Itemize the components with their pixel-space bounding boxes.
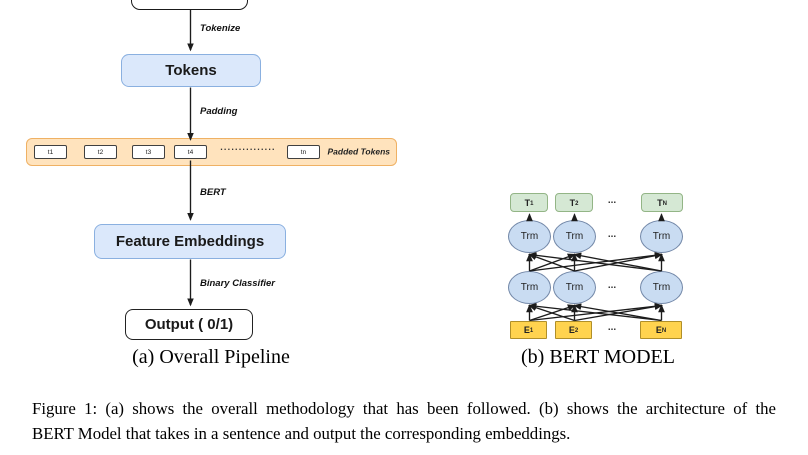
feature-embeddings-label: Feature Embeddings: [115, 233, 265, 250]
node-label: E: [523, 325, 530, 335]
trm-node-upper-1: Trm: [508, 220, 551, 253]
trm-node-lower-1: Trm: [508, 271, 551, 304]
token-cell-label: t1: [47, 148, 54, 156]
truncated-top-box: [131, 0, 248, 10]
bipartite-arrows-lower: [526, 302, 665, 322]
node-subscript: 1: [530, 200, 534, 207]
trm-label: Trm: [652, 231, 671, 242]
token-cell-label: t3: [145, 148, 152, 156]
feature-embeddings-box: Feature Embeddings: [94, 224, 286, 259]
node-subscript: 1: [529, 328, 534, 334]
figure-caption-line2: BERT Model that takes in a sentence and …: [32, 424, 571, 443]
trm-node-lower-2: Trm: [553, 271, 596, 304]
node-label: T: [657, 197, 663, 208]
node-subscript: N: [661, 328, 667, 334]
panel-b-caption: (b) BERT MODEL: [521, 346, 675, 368]
panel-a-caption: (a) Overall Pipeline: [132, 346, 290, 368]
binary-classifier-label: Binary Classifier: [200, 278, 275, 289]
row-ellipsis: ...: [607, 229, 617, 240]
bert-label: BERT: [200, 187, 226, 198]
token-cell-label: t2: [97, 148, 104, 156]
tokens-box: Tokens: [121, 54, 261, 87]
trm-label: Trm: [565, 231, 584, 242]
output-box: Output ( 0/1): [125, 309, 253, 340]
padded-tokens-container: t1 t2 t3 t4 ............... tn Padded To…: [26, 138, 397, 166]
trm-label: Trm: [520, 231, 539, 242]
node-label: E: [655, 325, 662, 335]
padding-label: Padding: [200, 106, 238, 117]
tokenize-label: Tokenize: [200, 23, 241, 34]
trm-node-upper-n: Trm: [640, 220, 683, 253]
node-subscript: N: [662, 200, 667, 207]
trm-label: Trm: [565, 282, 584, 293]
trm-label: Trm: [520, 282, 539, 293]
output-box-label: Output ( 0/1): [144, 316, 234, 333]
token-cell-label: t4: [187, 148, 194, 156]
tokens-box-label: Tokens: [165, 62, 217, 79]
token-cell-tn: tn: [287, 145, 320, 159]
trm-node-upper-2: Trm: [553, 220, 596, 253]
node-subscript: 2: [575, 200, 579, 207]
bipartite-arrows-upper: [526, 251, 665, 272]
trm-node-lower-n: Trm: [640, 271, 683, 304]
figure-caption: Figure 1: (a) shows the overall methodol…: [32, 396, 776, 446]
row-ellipsis: ...: [607, 195, 617, 206]
node-subscript: 2: [574, 328, 579, 334]
token-cell-t2: t2: [84, 145, 117, 159]
trm-to-output-arrows: [526, 213, 665, 222]
figure-caption-line1: Figure 1: (a) shows the overall methodol…: [32, 399, 776, 418]
token-ellipsis: ...............: [220, 142, 276, 152]
node-label: T: [569, 197, 576, 208]
padded-tokens-label: Padded Tokens: [327, 146, 390, 157]
row-ellipsis: ...: [607, 280, 617, 291]
token-cell-t1: t1: [34, 145, 67, 159]
row-ellipsis: ...: [607, 322, 617, 333]
token-cell-label: tn: [300, 148, 307, 156]
trm-label: Trm: [652, 282, 671, 293]
token-cell-t3: t3: [132, 145, 165, 159]
token-cell-t4: t4: [174, 145, 207, 159]
node-label: T: [524, 197, 531, 208]
node-label: E: [568, 325, 575, 335]
